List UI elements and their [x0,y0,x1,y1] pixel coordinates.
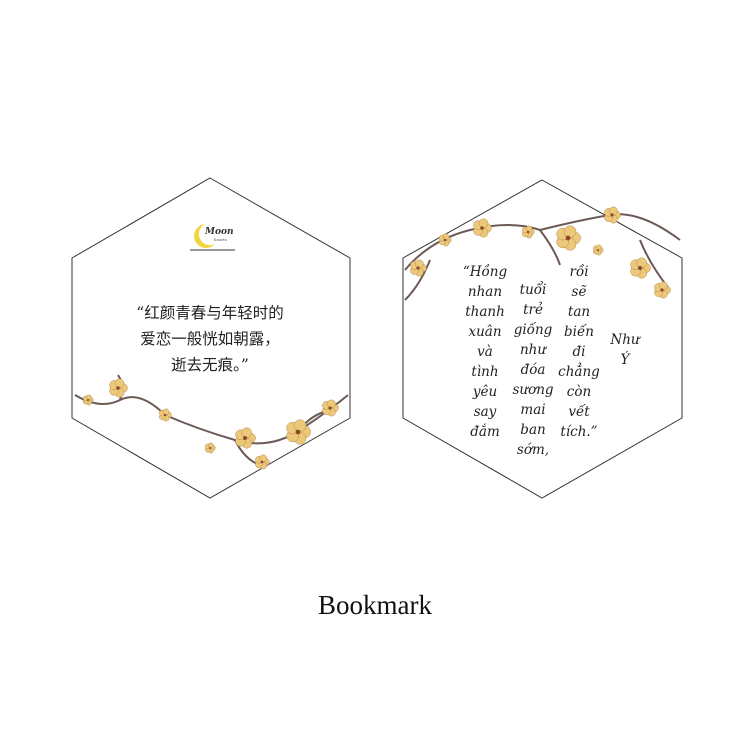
word: chẳng [558,364,600,380]
blossom-icon [556,225,581,251]
blossom-icon [205,442,216,454]
word: sương [512,382,554,398]
vietnamese-column-3: rồi sẽ tan biến đi chẳng còn vết tích.” [552,262,606,442]
quote-line: “红颜青春与年轻时的 [136,304,284,322]
blossom-icon [410,259,427,277]
blossom-icon [109,378,128,398]
word: trẻ [523,302,543,318]
word: đóa [520,362,546,378]
caption: Bookmark [318,590,432,620]
blossom-icon [235,427,256,449]
word: “Hồng [462,264,508,280]
word: đắm [470,424,500,440]
word: vết [568,404,590,420]
vietnamese-column-2: tuổi trẻ giống như đóa sương mai ban sớm, [506,280,560,460]
word: Như [610,332,640,348]
word: say [473,404,497,420]
blossom-icon [439,233,452,247]
word: và [477,344,493,360]
blossom-icon [322,399,339,417]
vietnamese-column-1: “Hồng nhan thanh xuân và tình yêu say đắm [458,262,512,442]
word: đi [572,344,586,360]
word: biến [564,324,594,340]
word: xuân [468,324,502,340]
word: yêu [472,384,498,400]
blossom-icon [286,419,311,445]
word: Ý [620,352,630,368]
word: ban [520,422,546,438]
word: sẽ [571,284,587,300]
blossom-icon [593,244,604,256]
blossom-icon [255,454,270,470]
logo-text: Moon [205,227,234,237]
word: giống [513,322,553,338]
logo-subtext: hearts [214,237,227,242]
quote-line: 爱恋一般恍如朝露， [140,330,280,348]
word: tuổi [519,282,547,298]
word: thanh [465,304,505,320]
blossom-icon [654,281,671,299]
blossom-icon [473,218,492,238]
word: tích.” [560,424,598,440]
word: như [519,342,547,358]
quote-line: 逝去无痕。” [171,356,249,374]
blossom-icon [604,206,621,224]
moon-logo-icon [190,224,235,251]
blossom-icon [83,394,94,406]
word: mai [520,402,546,418]
right-bookmark-outline [402,179,683,499]
blossom-icon [159,408,172,422]
blossom-icon [522,225,535,239]
word: sớm, [516,442,550,458]
word: tan [567,304,591,320]
left-bookmark-outline [71,177,351,499]
blossom-icon [630,257,651,279]
chinese-quote: “红颜青春与年轻时的 爱恋一般恍如朝露， 逝去无痕。” [110,300,310,378]
word: tình [471,364,499,380]
word: nhan [467,284,503,300]
word: còn [566,384,592,400]
blossom-icons [83,206,671,470]
word: rồi [569,264,589,280]
